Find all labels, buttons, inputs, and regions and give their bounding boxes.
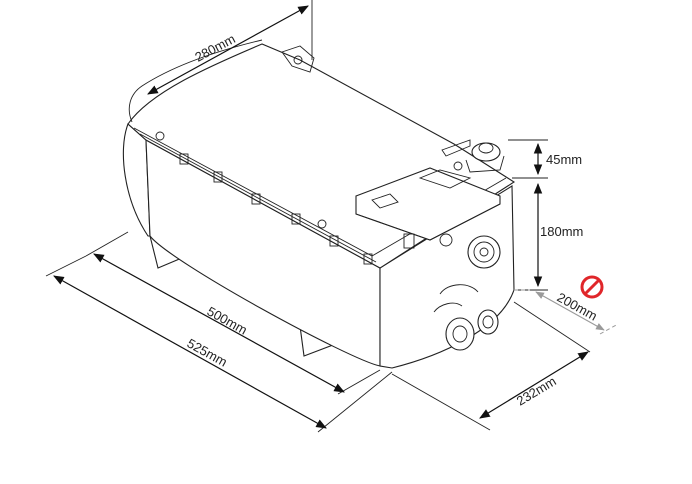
rim-clips: [155, 131, 373, 265]
motor-gear: [441, 139, 505, 173]
pipe-fittings: [433, 284, 499, 351]
pump-inlet: [439, 233, 501, 269]
dimension-clearance: 200mm: [514, 275, 619, 335]
length-inner-label: 500mm: [205, 304, 250, 338]
dimension-height-top: 45mm: [508, 139, 582, 179]
height-main-label: 180mm: [540, 224, 583, 239]
dimension-height-main: 180mm: [514, 182, 583, 291]
prohibited-icon: [580, 275, 604, 299]
height-top-label: 45mm: [546, 152, 582, 167]
left-end-face: [122, 123, 151, 237]
depth-front-label: 232mm: [514, 373, 559, 408]
tank-body: [122, 39, 516, 369]
